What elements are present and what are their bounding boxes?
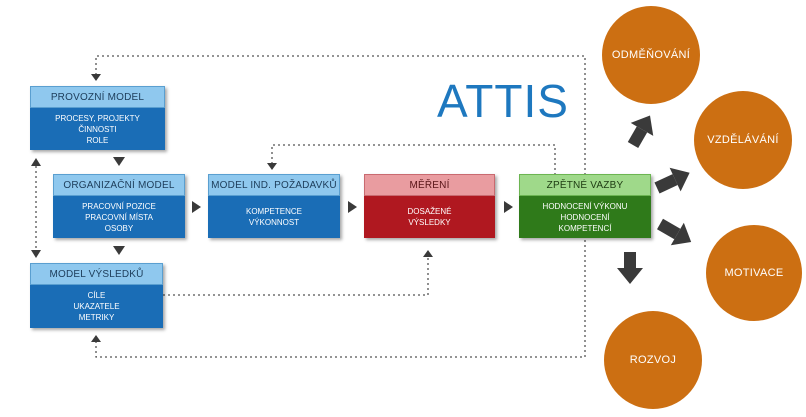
big-arrow-vzdelavani [654,167,690,194]
box-line: PRACOVNÍ POZICE [82,201,156,211]
box-provozni-model-body: PROCESY, PROJEKTY ČINNOSTI ROLE [30,108,165,150]
arrow-provozni-down [113,157,125,166]
arrowhead-left-up [31,158,41,166]
box-line: UKAZATELE [73,302,120,311]
box-line: ČINNOSTI [78,124,117,134]
arrow-to-mereni [348,201,357,213]
box-line: CÍLE [87,291,106,300]
box-mereni-header: MĚŘENÍ [364,174,495,196]
big-arrow-rozvoj [617,252,643,284]
arrow-to-pozadavku [192,201,201,213]
arrowhead-provozni [91,74,101,81]
circle-odmenovani: ODMĚŇOVÁNÍ [602,6,700,104]
box-line: VÝSLEDKY [408,218,451,227]
box-organizacni-model-header: ORGANIZAČNÍ MODEL [53,174,185,196]
box-mereni: MĚŘENÍ DOSAŽENÉ VÝSLEDKY [364,174,495,238]
arrow-organizacni-down [113,246,125,255]
box-line: ROLE [86,135,109,145]
box-line: KOMPETENCÍ [558,223,612,233]
results-to-measurement [163,255,429,296]
box-model-ind-pozadavku: MODEL IND. POŽADAVKŮ KOMPETENCE VÝKONNOS… [208,174,340,238]
big-arrow-motivace [657,218,692,246]
box-provozni-model-header: PROVOZNÍ MODEL [30,86,165,108]
box-zpetne-vazby: ZPĚTNÉ VAZBY HODNOCENÍ VÝKONU HODNOCENÍ … [519,174,651,238]
box-line: PRACOVNÍ MÍSTA [85,212,153,222]
box-model-ind-pozadavku-header: MODEL IND. POŽADAVKŮ [208,174,340,196]
box-model-vysledku: MODEL VÝSLEDKŮ CÍLE UKAZATELE METRIKY [30,263,163,328]
box-line: KOMPETENCE [245,207,302,216]
diagram-title: ATTIS [437,75,569,127]
arrowhead-vysledku [91,335,101,342]
circle-motivace: MOTIVACE [706,225,802,321]
box-zpetne-vazby-body: HODNOCENÍ VÝKONU HODNOCENÍ KOMPETENCÍ [519,196,651,238]
box-line: HODNOCENÍ VÝKONU [542,201,628,211]
arrowhead-left-down [31,250,41,258]
box-model-ind-pozadavku-body: KOMPETENCE VÝKONNOST [208,196,340,238]
feedback-loop-middle [271,144,556,175]
box-line: OSOBY [104,223,134,233]
box-line: PROCESY, PROJEKTY [55,113,140,123]
arrowhead-pozadavku [267,163,277,170]
feedback-loop-bottom [95,240,586,358]
box-zpetne-vazby-header: ZPĚTNÉ VAZBY [519,174,651,196]
circle-vzdelavani: VZDĚLÁVÁNÍ [694,91,792,189]
box-line: METRIKY [78,313,115,322]
box-model-vysledku-body: CÍLE UKAZATELE METRIKY [30,285,163,328]
box-line: DOSAŽENÉ [407,207,452,216]
box-model-vysledku-header: MODEL VÝSLEDKŮ [30,263,163,285]
box-organizacni-model: ORGANIZAČNÍ MODEL PRACOVNÍ POZICE PRACOV… [53,174,185,238]
box-organizacni-model-body: PRACOVNÍ POZICE PRACOVNÍ MÍSTA OSOBY [53,196,185,238]
box-line: HODNOCENÍ [560,212,610,222]
arrow-to-vazby [504,201,513,213]
box-provozni-model: PROVOZNÍ MODEL PROCESY, PROJEKTY ČINNOST… [30,86,165,150]
circle-rozvoj: ROZVOJ [604,311,702,409]
big-arrow-odmenovani [627,115,654,148]
arrowhead-mereni [423,250,433,257]
box-line: VÝKONNOST [248,218,300,227]
box-mereni-body: DOSAŽENÉ VÝSLEDKY [364,196,495,238]
